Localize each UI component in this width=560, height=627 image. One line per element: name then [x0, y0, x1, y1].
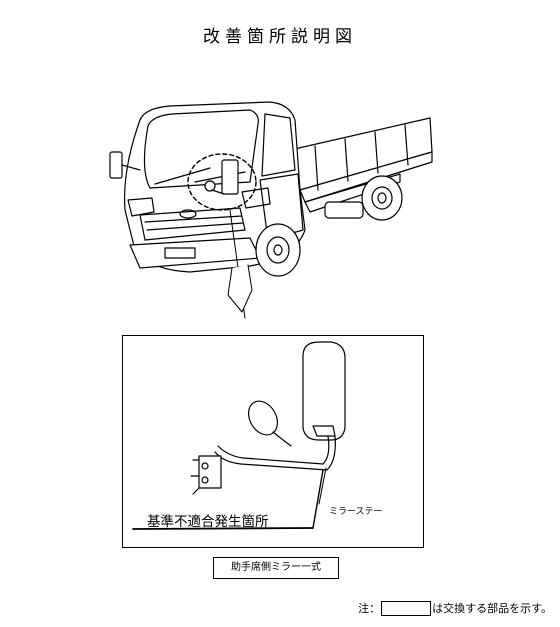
defect-location-label: 基準不適合発生箇所 [147, 514, 269, 530]
mirror-stay-label: ミラーステー [329, 507, 383, 517]
detail-panel: 基準不適合発生箇所 ミラーステー [122, 335, 424, 548]
replacement-swatch [381, 600, 432, 616]
truck-illustration [100, 90, 440, 320]
note-prefix: 注： [358, 602, 381, 615]
parts-caption: 助手席側ミラー一式 [213, 557, 339, 579]
note-suffix: は交換する部品を示す。 [432, 602, 552, 615]
legend-note: 注： は交換する部品を示す。 [358, 600, 552, 616]
page-title: 改善箇所説明図 [203, 27, 357, 47]
